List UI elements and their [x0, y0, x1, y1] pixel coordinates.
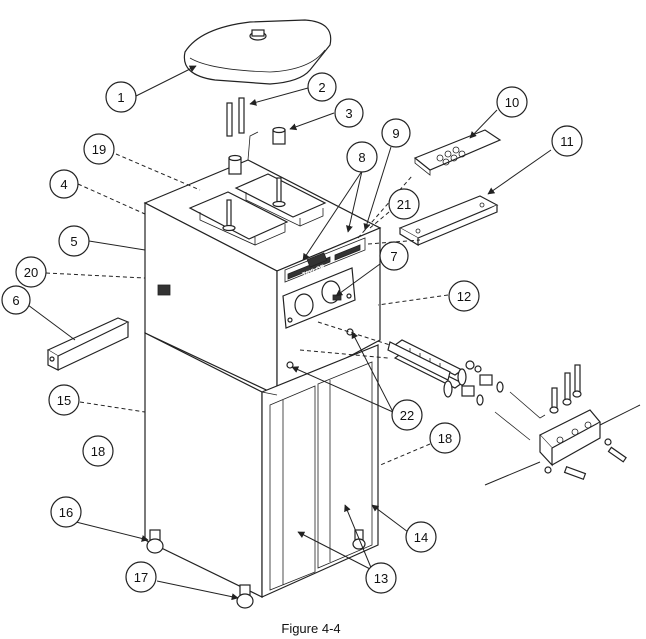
callout-19: 19 — [83, 133, 115, 165]
svg-text:17: 17 — [134, 570, 148, 585]
svg-text:16: 16 — [59, 505, 73, 520]
callout-9: 9 — [381, 118, 411, 148]
svg-text:21: 21 — [397, 197, 411, 212]
svg-text:18: 18 — [438, 431, 452, 446]
callout-16: 16 — [50, 496, 82, 528]
callout-3: 3 — [334, 98, 364, 128]
callout-6: 6 — [1, 285, 31, 315]
callout-18-left: 18 — [82, 435, 114, 467]
caster-front-right — [236, 584, 254, 609]
callout-12: 12 — [448, 280, 480, 312]
callout-17: 17 — [125, 561, 157, 593]
callout-4: 4 — [49, 169, 79, 199]
svg-text:15: 15 — [57, 393, 71, 408]
svg-text:19: 19 — [92, 142, 106, 157]
svg-text:3: 3 — [345, 106, 352, 121]
callout-7: 7 — [379, 241, 409, 271]
svg-text:18: 18 — [91, 444, 105, 459]
svg-text:4: 4 — [60, 177, 67, 192]
door-assembly — [484, 364, 641, 486]
svg-text:11: 11 — [560, 134, 574, 149]
svg-text:14: 14 — [414, 530, 428, 545]
callout-15: 15 — [48, 384, 80, 416]
svg-text:1: 1 — [117, 90, 124, 105]
drip-tray — [398, 195, 499, 247]
callout-18-right: 18 — [429, 422, 461, 454]
callout-8: 8 — [346, 141, 378, 173]
svg-text:6: 6 — [12, 293, 19, 308]
agitator-rods — [226, 97, 245, 137]
svg-text:7: 7 — [390, 249, 397, 264]
svg-text:20: 20 — [24, 265, 38, 280]
svg-text:5: 5 — [70, 234, 77, 249]
svg-text:2: 2 — [318, 80, 325, 95]
callout-22: 22 — [391, 399, 423, 431]
valve-parts — [461, 374, 546, 441]
leader-lines — [27, 65, 552, 601]
caster-front-left — [146, 529, 164, 554]
svg-text:13: 13 — [374, 571, 388, 586]
cap-part — [272, 126, 286, 145]
callout-1: 1 — [105, 81, 137, 113]
callout-11: 11 — [551, 125, 583, 157]
top-panel-plate — [413, 129, 502, 176]
callout-14: 14 — [405, 521, 437, 553]
svg-text:9: 9 — [392, 126, 399, 141]
bracket-part — [46, 317, 130, 371]
callout-2: 2 — [307, 72, 337, 102]
svg-text:22: 22 — [400, 408, 414, 423]
svg-text:10: 10 — [505, 95, 519, 110]
svg-text:8: 8 — [358, 150, 365, 165]
svg-text:12: 12 — [457, 289, 471, 304]
figure-caption: Figure 4-4 — [281, 621, 340, 636]
callout-21: 21 — [388, 188, 420, 220]
beater-assembly — [387, 339, 482, 398]
callout-20: 20 — [15, 256, 47, 288]
lower-cabinet — [144, 332, 379, 609]
callout-5: 5 — [58, 225, 90, 257]
hopper-cover — [183, 19, 332, 85]
callout-13: 13 — [365, 562, 397, 594]
callout-10: 10 — [496, 86, 528, 118]
upper-cabinet: TAYLOR — [143, 131, 382, 397]
